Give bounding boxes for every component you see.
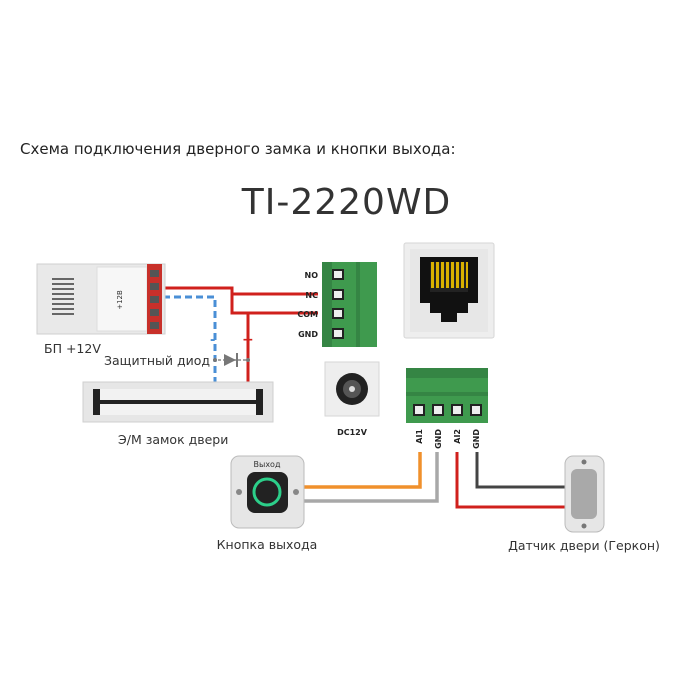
relay-pin-no: NO bbox=[305, 271, 319, 280]
wire-exit-ai1 bbox=[303, 452, 422, 489]
wire-psu-minus bbox=[163, 295, 217, 382]
caption: Схема подключения дверного замка и кнопк… bbox=[20, 140, 456, 158]
wire-sensor-gnd bbox=[475, 452, 566, 489]
relay-terminal-block bbox=[322, 262, 377, 347]
dc-label: DC12V bbox=[337, 428, 368, 437]
wire-exit-gnd bbox=[303, 452, 439, 503]
model-title: TI-2220WD bbox=[241, 182, 452, 223]
rj45-port-icon bbox=[403, 242, 495, 339]
input-pin-ai2: AI2 bbox=[453, 429, 462, 444]
diode-icon bbox=[213, 353, 250, 367]
diode-label: Защитный диод bbox=[104, 353, 210, 368]
door-sensor-device bbox=[564, 455, 605, 533]
magnetic-lock bbox=[82, 381, 274, 423]
input-pin-gnd-1: GND bbox=[434, 429, 443, 449]
psu-inner-label: +12В bbox=[116, 290, 124, 310]
input-pin-gnd-2: GND bbox=[472, 429, 481, 449]
sensor-label: Датчик двери (Геркон) bbox=[508, 538, 660, 553]
input-terminal-block bbox=[406, 368, 488, 423]
power-supply: +12В bbox=[36, 263, 166, 335]
exit-button-tag: Выход bbox=[254, 460, 281, 469]
lock-label: Э/М замок двери bbox=[118, 432, 228, 447]
plus-mark: + bbox=[242, 332, 254, 348]
relay-pin-com: COM bbox=[297, 310, 318, 319]
exit-button-device bbox=[230, 455, 305, 529]
dc-jack-icon bbox=[324, 361, 380, 417]
psu-vent-icon bbox=[52, 278, 74, 315]
exit-button-label: Кнопка выхода bbox=[217, 537, 318, 552]
psu-label: БП +12V bbox=[44, 341, 101, 356]
wire-sensor-ai2 bbox=[455, 452, 566, 509]
relay-pin-gnd: GND bbox=[298, 330, 318, 339]
relay-pin-nc: NC bbox=[305, 291, 318, 300]
input-pin-ai1: AI1 bbox=[415, 429, 424, 444]
minus-mark: - bbox=[210, 333, 215, 348]
